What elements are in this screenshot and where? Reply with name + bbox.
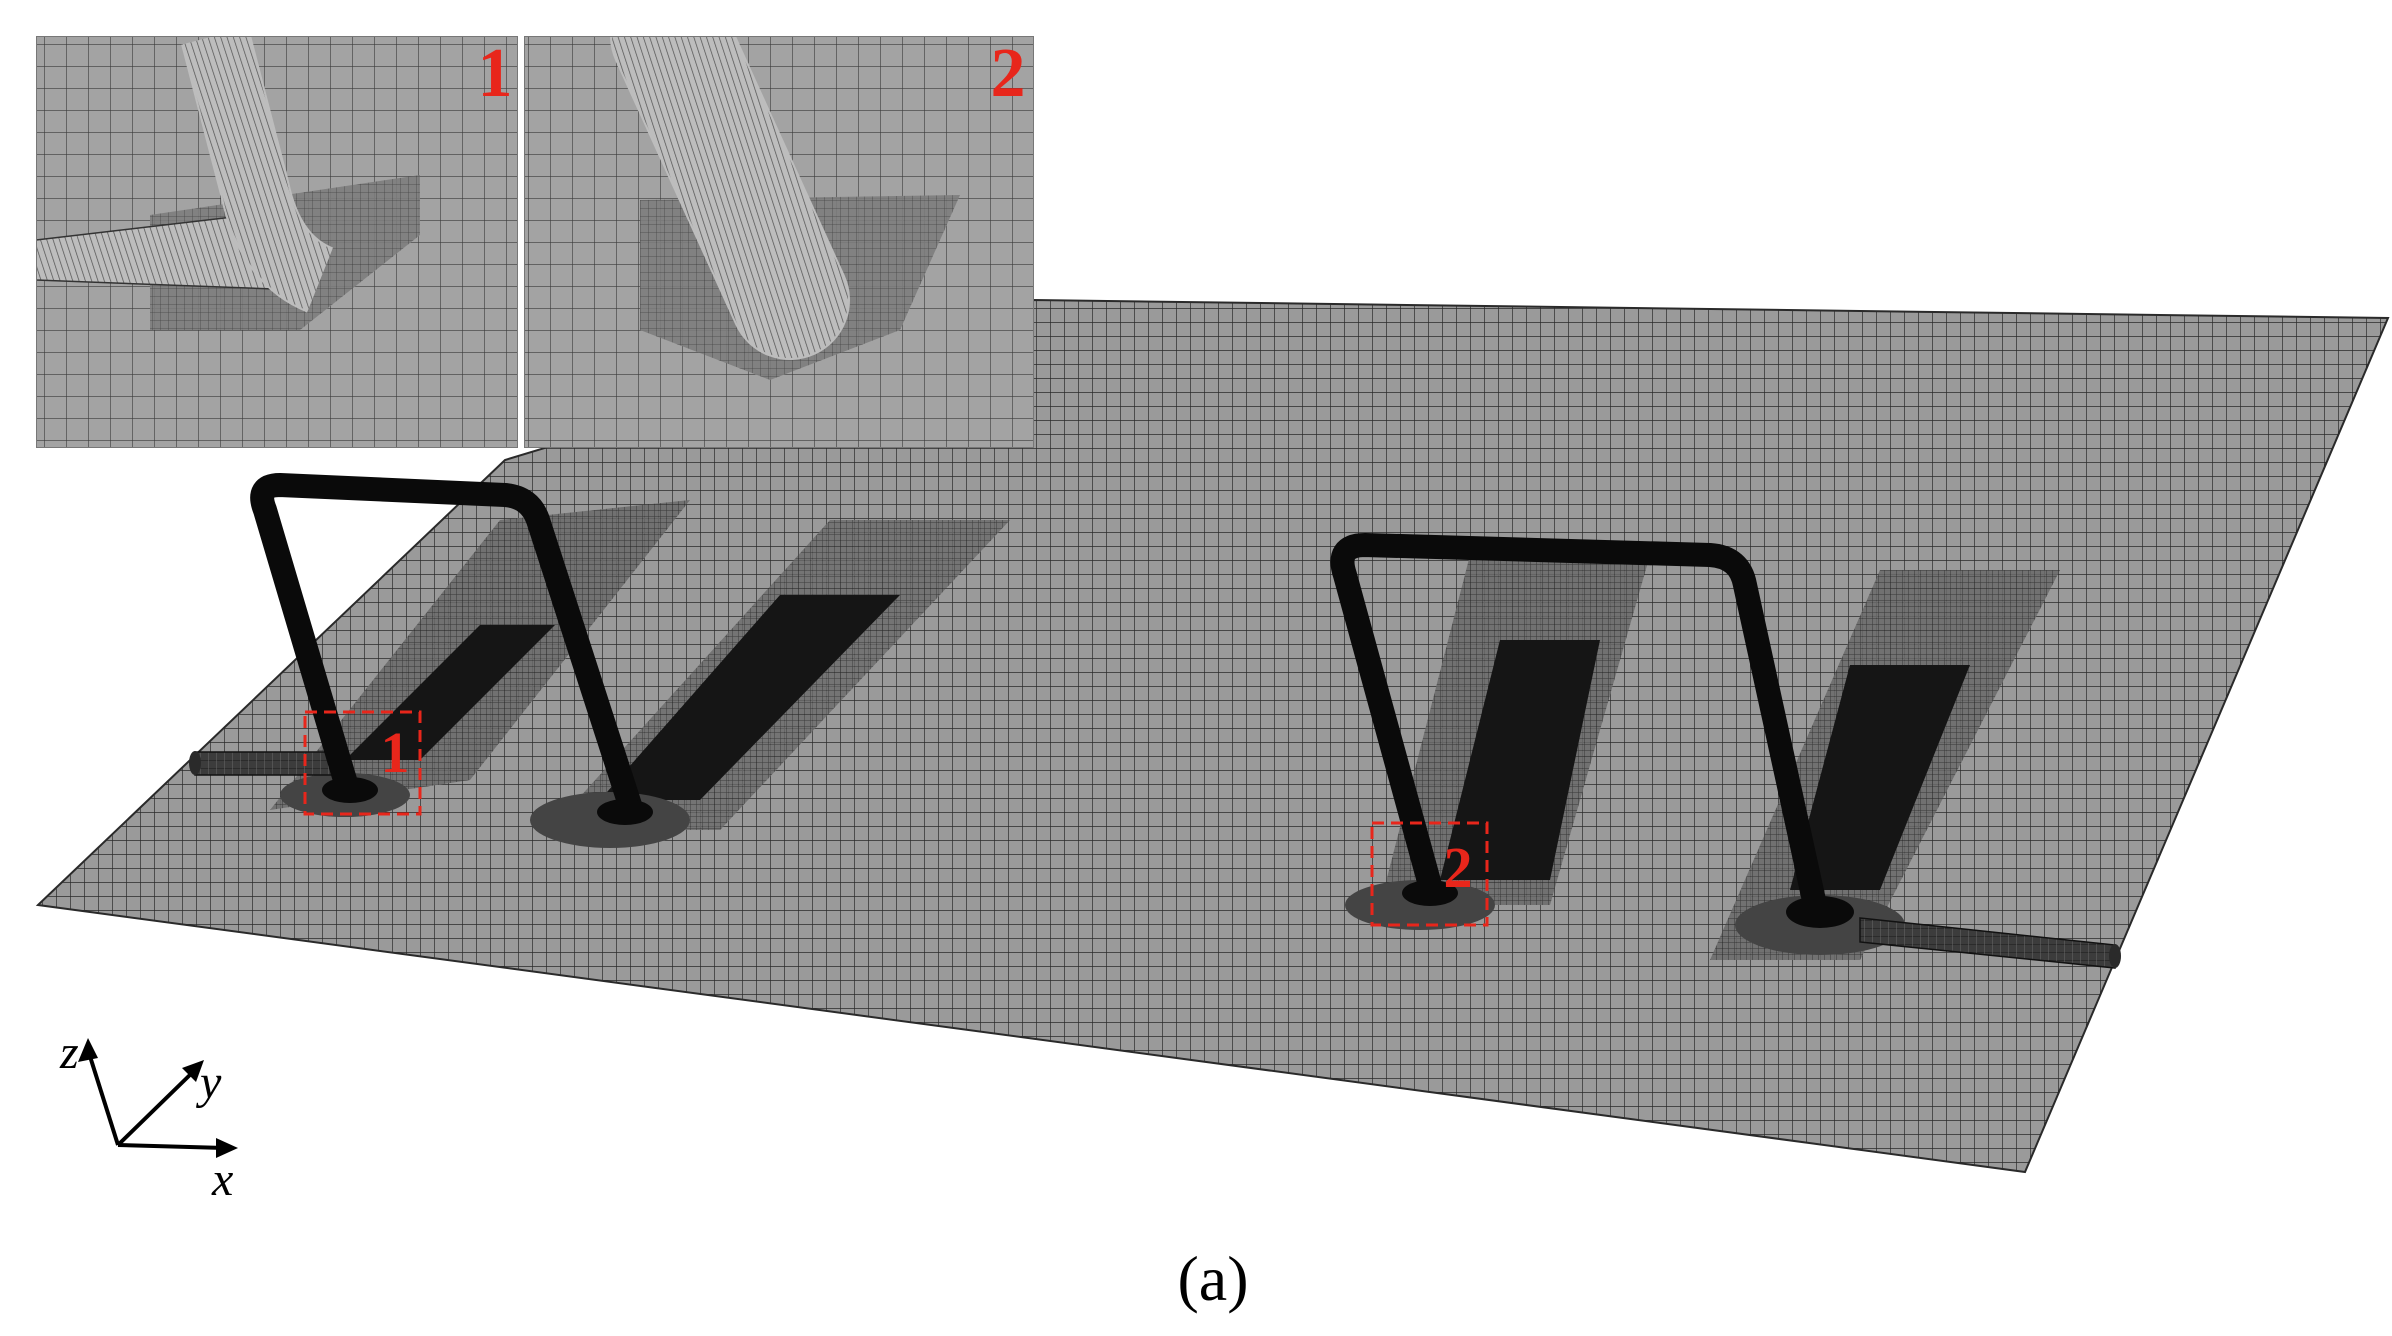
inset-2	[524, 36, 1034, 448]
marker-2: 2	[1370, 821, 1489, 927]
axis-y-label: y	[195, 1056, 222, 1109]
axis-z-label: z	[59, 1026, 79, 1079]
marker-2-label: 2	[1444, 835, 1473, 900]
inset-2-label: 2	[991, 35, 1026, 112]
axis-triad	[78, 1038, 238, 1158]
figure-caption: (a)	[1177, 1243, 1248, 1314]
marker-1-label: 1	[381, 720, 410, 785]
horizontal-tubes	[189, 751, 2121, 969]
inset-1	[36, 36, 518, 448]
inset-1-label: 1	[478, 35, 513, 112]
axis-x-label: x	[211, 1153, 233, 1206]
marker-1: 1	[303, 710, 422, 816]
tube-loops	[250, 473, 1854, 928]
